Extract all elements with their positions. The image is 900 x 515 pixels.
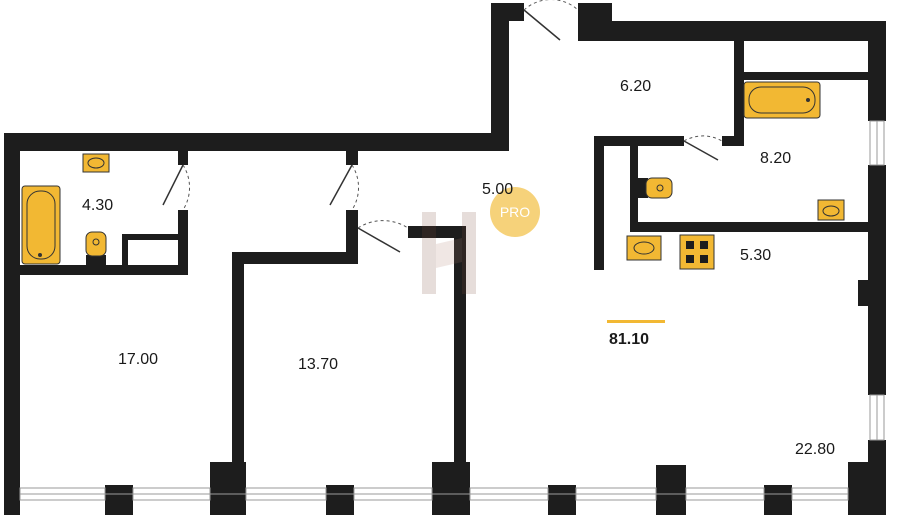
kitchen-sink-icon (626, 235, 662, 261)
outer-walls (4, 3, 886, 515)
room-labels: 4.30 17.00 13.70 5.00 6.20 8.20 5.30 22.… (82, 78, 835, 458)
total-area-accent-bar (607, 320, 665, 323)
sink-icon (817, 199, 845, 221)
room-area-bedroom-left: 17.00 (118, 351, 158, 368)
interior-walls (20, 41, 868, 471)
pro-badge-text: PRO (500, 204, 530, 220)
total-area-value: 81.10 (609, 331, 649, 348)
total-area: 81.10 (607, 320, 665, 348)
watermark-logo (422, 212, 476, 294)
sink-icon (82, 153, 110, 173)
windows (19, 120, 885, 501)
room-area-bedroom-middle: 13.70 (298, 356, 338, 373)
room-area-bath-right: 8.20 (760, 150, 791, 167)
bathtub-icon (21, 185, 61, 265)
bathtub-icon (743, 81, 821, 119)
pro-badge: PRO (490, 187, 540, 237)
room-area-kitchen: 5.30 (740, 247, 771, 264)
fixtures (21, 81, 845, 270)
room-area-bath-left: 4.30 (82, 197, 113, 214)
stove-icon (679, 234, 715, 270)
toilet-icon (85, 231, 107, 267)
room-area-hallway: 5.00 (482, 181, 513, 198)
toilet-icon (638, 177, 673, 199)
room-area-entry: 6.20 (620, 78, 651, 95)
room-area-living: 22.80 (795, 441, 835, 458)
doors (162, 0, 723, 253)
